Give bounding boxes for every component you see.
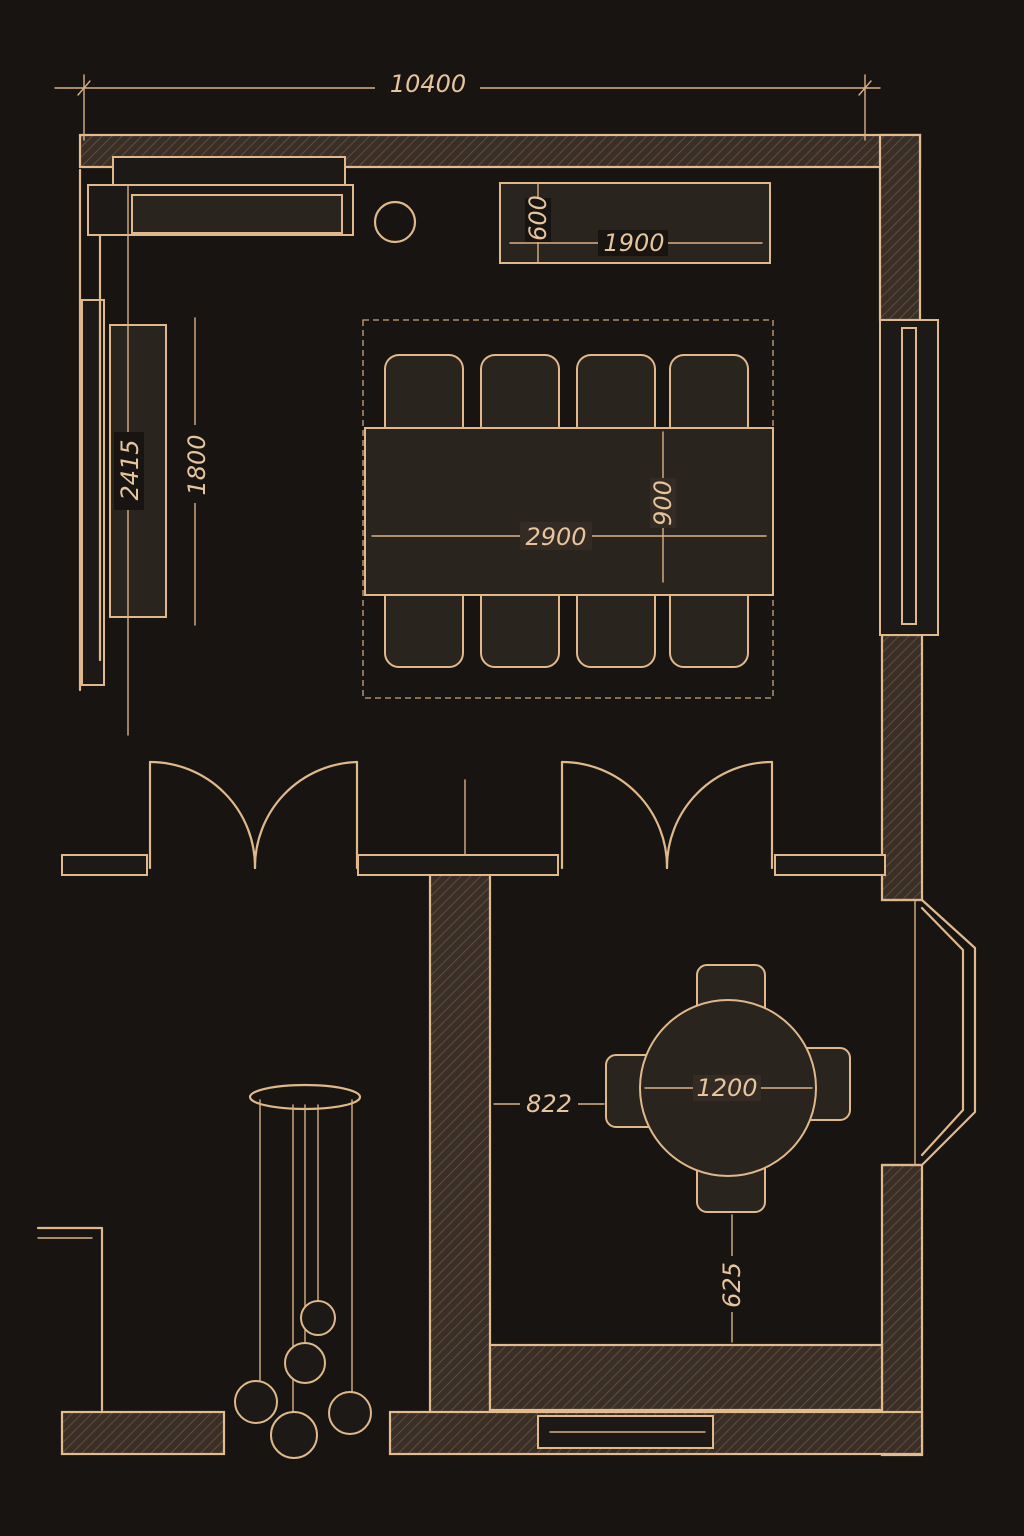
dim-round-table-diameter: 1200 — [696, 1074, 757, 1102]
walls — [60, 133, 924, 1457]
dining-chairs-top — [384, 354, 749, 441]
dim-table-width: 900 — [649, 480, 677, 526]
dim-wall-clearance: 822 — [526, 1090, 572, 1118]
round-column — [373, 200, 417, 244]
dim-sideboard-length: 1900 — [603, 229, 664, 257]
bay-window — [880, 898, 977, 1167]
dim-overall-width: 10400 — [390, 70, 466, 98]
dining-table — [364, 427, 774, 596]
dim-table-length: 2900 — [525, 523, 586, 551]
dimension-labels: 10400 600 1900 2415 1800 2900 900 1200 8… — [114, 70, 761, 1312]
rug — [362, 319, 774, 699]
bottom-window — [537, 1415, 714, 1449]
wall-stub — [36, 1226, 104, 1412]
dim-sideboard-depth: 600 — [524, 195, 552, 241]
dim-left-wall-length: 2415 — [116, 439, 144, 500]
right-window — [879, 319, 939, 636]
pendant-lights — [234, 1083, 372, 1459]
wall-shelving — [87, 156, 354, 236]
dim-chair-clearance: 625 — [718, 1262, 746, 1308]
dim-left-cabinet-length: 1800 — [183, 434, 211, 495]
double-doors-left — [148, 760, 359, 870]
double-doors-right — [560, 760, 774, 870]
